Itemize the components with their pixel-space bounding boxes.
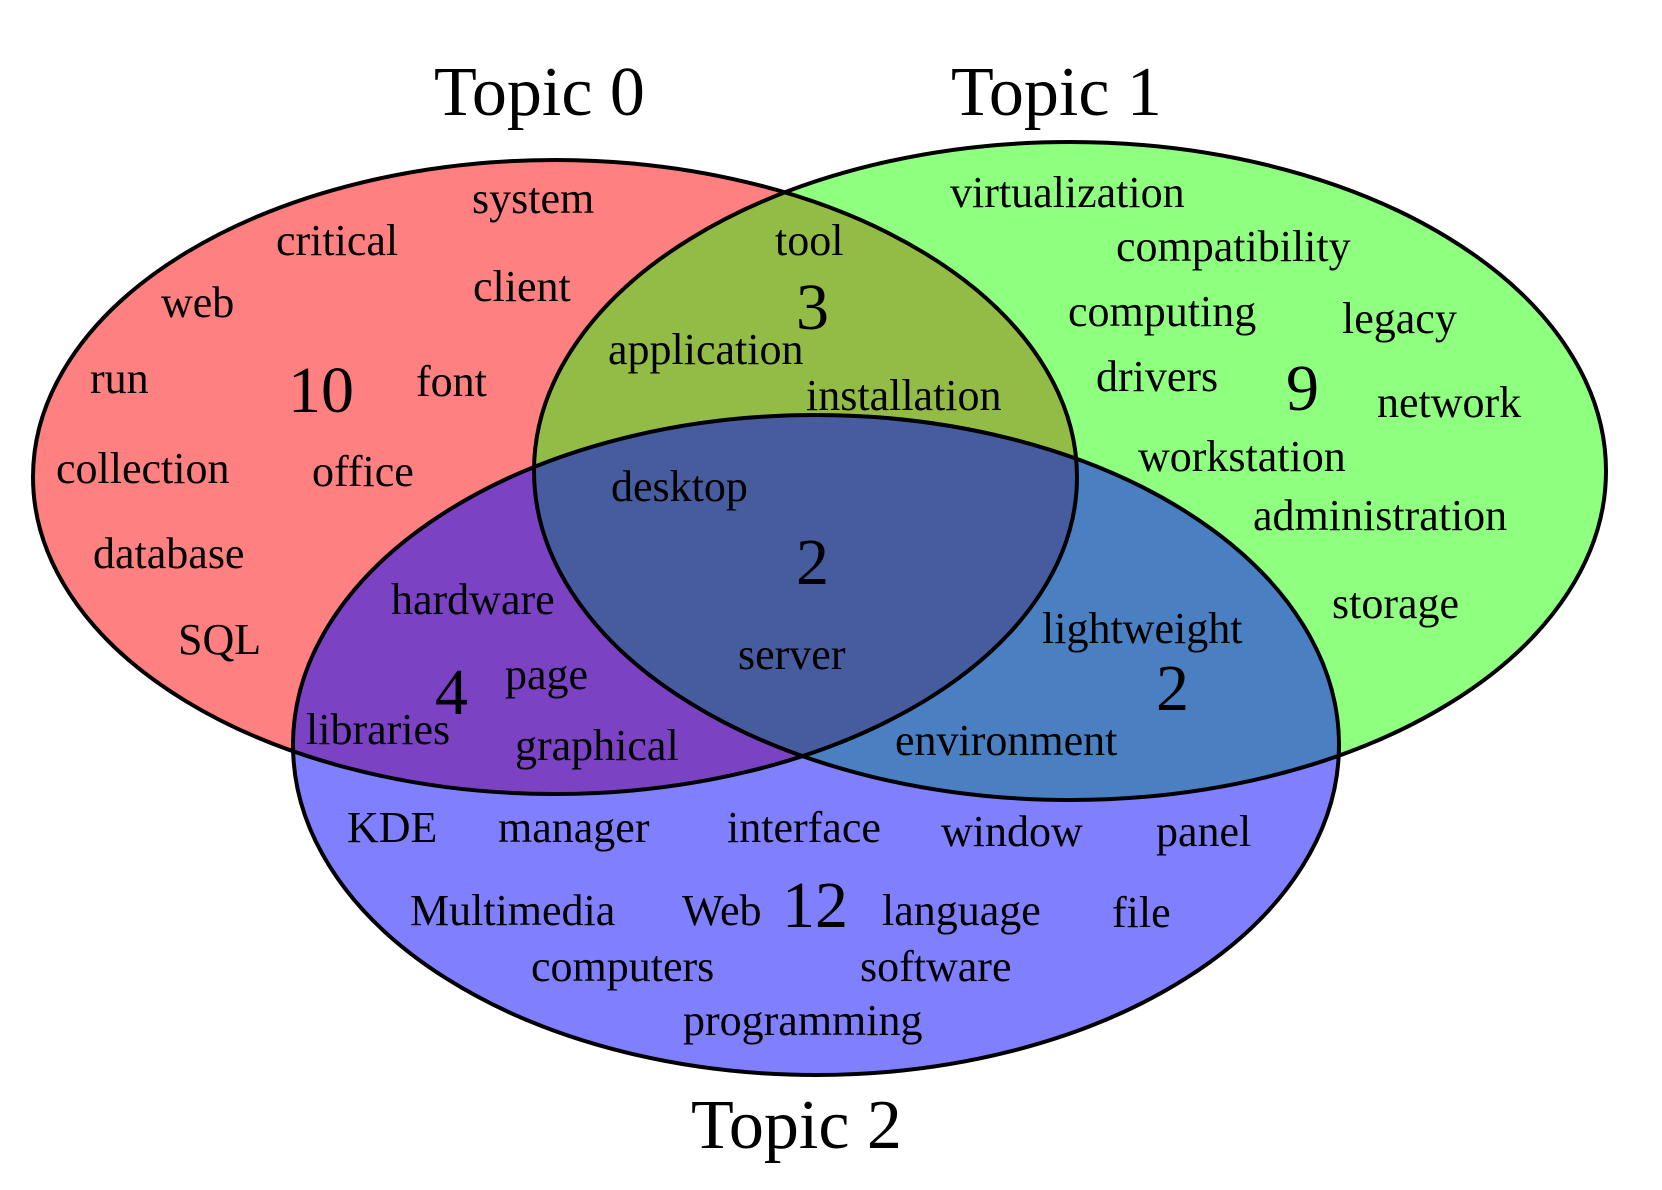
- topic2-word: interface: [727, 803, 881, 852]
- topic2-word: file: [1112, 888, 1171, 937]
- topic1-word: drivers: [1096, 352, 1218, 401]
- topic0-word: web: [161, 278, 234, 327]
- topic1-word: workstation: [1138, 432, 1346, 481]
- topic0-word: font: [416, 357, 487, 406]
- topic1-topic2-count: 2: [1156, 652, 1189, 725]
- all-topics-count: 2: [796, 526, 829, 599]
- topic1-outline: [532, 140, 1608, 802]
- topic2-title: Topic 2: [691, 1087, 902, 1164]
- topic2-word: manager: [498, 803, 650, 852]
- topic1-only-count: 9: [1286, 352, 1319, 425]
- topic0-topic2-word: hardware: [391, 575, 555, 624]
- topic1-word: virtualization: [950, 168, 1185, 217]
- topic2-word: software: [860, 942, 1012, 991]
- topic2-word: programming: [683, 996, 923, 1045]
- topic0-word: office: [312, 447, 414, 496]
- topic1-word: computing: [1068, 287, 1256, 336]
- topic2-only-count: 12: [782, 869, 848, 942]
- topic0-topic1-word: application: [608, 325, 804, 374]
- topic0-outline: [31, 158, 1079, 796]
- topic0-word: database: [93, 529, 244, 578]
- topic2-word: window: [941, 807, 1083, 856]
- topic1-topic2-word: environment: [895, 716, 1117, 765]
- topic0-word: critical: [276, 216, 398, 265]
- topic2-word: Web: [682, 886, 762, 935]
- topic0-word: client: [473, 262, 571, 311]
- topic1-word: network: [1377, 378, 1521, 427]
- topic1-title: Topic 1: [951, 54, 1162, 131]
- topic0-topic1-word: tool: [775, 216, 843, 265]
- topic2-word: KDE: [347, 803, 437, 852]
- topic0-topic2-word: libraries: [306, 705, 450, 754]
- topic0-word: run: [90, 354, 149, 403]
- topic1-word: administration: [1253, 491, 1507, 540]
- topic2-word: panel: [1156, 807, 1251, 856]
- topic0-word: collection: [56, 444, 230, 493]
- topic1-topic2-word: lightweight: [1042, 604, 1242, 653]
- topic1-word: legacy: [1342, 294, 1457, 343]
- topic2-word: computers: [531, 942, 714, 991]
- topic0-topic1-word: installation: [806, 371, 1002, 420]
- topic0-topic1-count: 3: [796, 271, 829, 344]
- topic0-only-count: 10: [288, 354, 354, 427]
- all-topics-word: desktop: [611, 462, 748, 511]
- topic1-word: storage: [1332, 579, 1459, 628]
- topic2-word: language: [882, 886, 1041, 935]
- all-topics-word: server: [738, 630, 846, 679]
- topic0-topic2-word: page: [505, 650, 588, 699]
- topic2-word: Multimedia: [410, 886, 615, 935]
- topic0-topic2-word: graphical: [515, 721, 679, 770]
- topic0-word: system: [472, 174, 594, 223]
- topic2-outline: [291, 413, 1341, 1077]
- topic0-title: Topic 0: [434, 54, 645, 131]
- topic0-word: SQL: [178, 615, 261, 664]
- topic1-word: compatibility: [1116, 222, 1351, 271]
- topic0-topic2-count: 4: [435, 656, 468, 729]
